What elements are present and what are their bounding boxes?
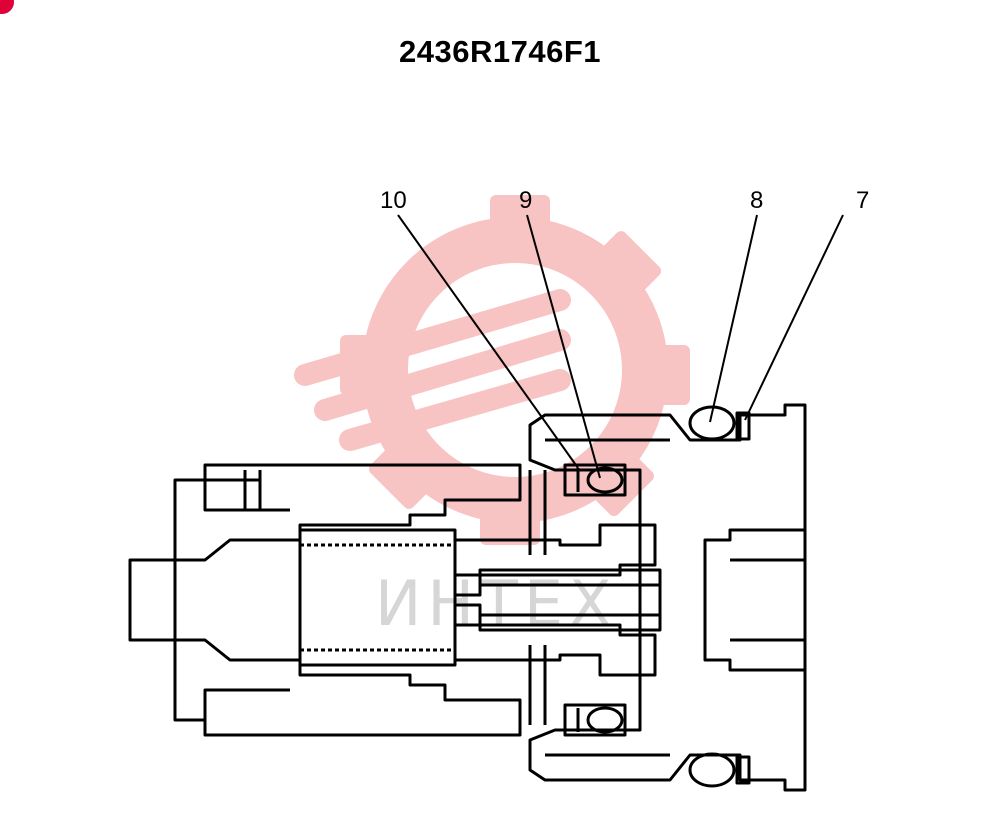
watermark-gear-tooth <box>630 345 690 405</box>
seal-pocket-lower <box>563 703 627 737</box>
watermark-gear-tooth <box>581 231 662 311</box>
callout-label-9: 9 <box>519 187 532 214</box>
watermark-speed-line <box>294 289 571 386</box>
seal-pocket-upper <box>563 463 627 497</box>
retainer-lower <box>453 623 657 677</box>
backup-ring-lower <box>735 755 751 785</box>
o-ring-lower <box>688 752 736 788</box>
leader-lines <box>397 214 844 479</box>
watermark-gear-tooth <box>490 195 550 255</box>
leader-line-8 <box>709 214 758 423</box>
watermark-gear-tooth <box>368 429 449 509</box>
backup-ring-upper <box>735 411 751 441</box>
seal-ring-upper <box>586 466 624 494</box>
o-ring-upper <box>688 405 736 441</box>
end-cap <box>703 528 807 672</box>
retainer-upper <box>453 523 657 577</box>
leader-line-10 <box>397 214 579 469</box>
watermark-text: ИНТЕХ <box>375 567 618 640</box>
leader-line-9 <box>526 214 601 479</box>
housing-edge <box>203 688 290 720</box>
housing-upper-left <box>173 463 522 562</box>
watermark-speed-line <box>339 369 571 451</box>
housing-edge <box>203 480 290 512</box>
watermark-logo: ИНТЕХ <box>294 195 690 640</box>
shaft-stub <box>128 558 177 642</box>
center-shaft <box>453 568 662 632</box>
assembly-outline <box>128 403 807 792</box>
callout-label-7: 7 <box>856 187 869 214</box>
callout-label-8: 8 <box>750 187 763 214</box>
housing-lower-left <box>173 638 522 737</box>
leader-line-7 <box>744 214 844 421</box>
watermark-speed-line <box>314 329 571 421</box>
callout-label-10: 10 <box>380 187 407 214</box>
seal-ring-lower <box>586 706 624 734</box>
drawing-title: 2436R1746F1 <box>399 34 601 69</box>
